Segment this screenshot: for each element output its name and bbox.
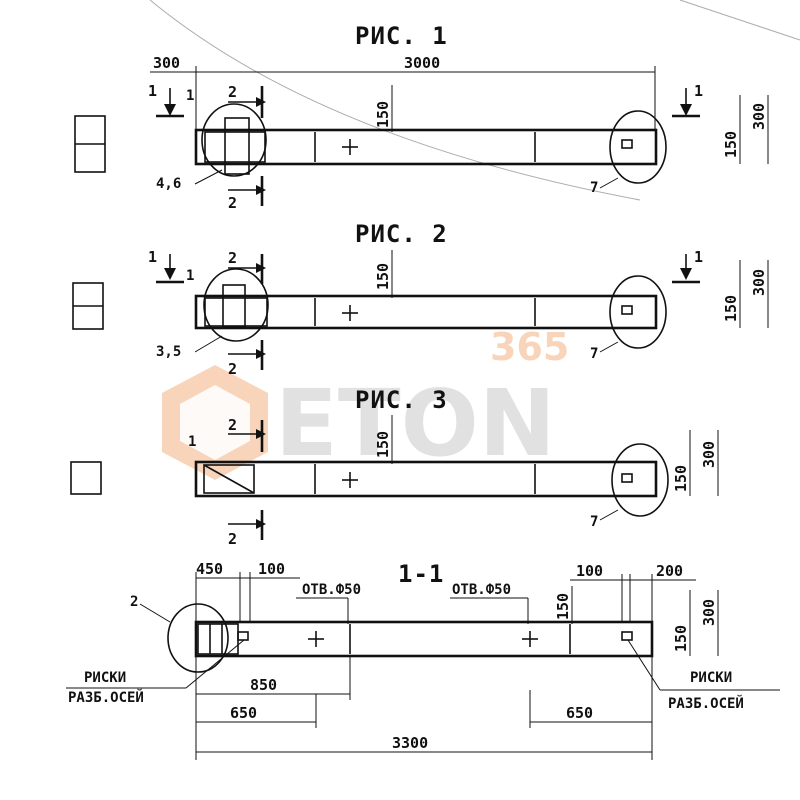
- fig1-cut-mark-1-right: 1: [694, 82, 703, 100]
- fig3-lifting-loop: [621, 473, 633, 483]
- section-hole-right: ОТВ.Ф50: [452, 582, 511, 598]
- section-detail-circle-left: [167, 603, 229, 673]
- fig3-end-fitting: [203, 464, 255, 494]
- section-dim-3300: 3300: [392, 734, 428, 752]
- fig1-title: РИС. 1: [355, 22, 448, 50]
- fig1-dim-left: 300: [153, 54, 180, 72]
- section-title: 1-1: [398, 560, 444, 588]
- fig3-dim-150-top: 150: [374, 431, 392, 458]
- scan-artifact-line: [679, 0, 800, 41]
- section-dim-300-right: 300: [700, 599, 718, 626]
- section-marks-left-2: РАЗБ.ОСЕЙ: [68, 689, 144, 706]
- fig3-callout-1: 1: [188, 434, 196, 450]
- fig2-end-plate: [222, 284, 246, 328]
- fig1-end-plate: [224, 117, 250, 175]
- section-mark-left: [237, 631, 249, 641]
- fig1-cut-mark-1-left: 1: [148, 82, 157, 100]
- fig1-cut-mark-2-bottom: 2: [228, 194, 237, 212]
- figure-2: РИС. 2 150 150 300 1 1 2 2: [72, 220, 769, 378]
- watermark-number: 365: [490, 325, 569, 369]
- watermark-hexagon-icon: [162, 365, 268, 480]
- fig1-detail-circle-right: [609, 110, 667, 184]
- fig1-callout-7: 7: [590, 180, 598, 196]
- fig1-callout-4-6: 4,6: [156, 176, 181, 192]
- section-beam: [194, 620, 654, 658]
- section-hole-left: ОТВ.Ф50: [302, 582, 361, 598]
- section-1-1: 1-1 450 100 ОТВ.Ф50 ОТВ.Ф50 100 200: [66, 560, 780, 760]
- section-marks-left-1: РИСКИ: [84, 670, 126, 686]
- fig2-cut-mark-1-right: 1: [694, 248, 703, 266]
- fig2-end-fitting: [204, 297, 268, 327]
- figure-1: РИС. 1 300 3000 150 150 300 1: [74, 22, 769, 212]
- fig3-callout-7: 7: [590, 514, 598, 530]
- section-callout-2: 2: [130, 594, 138, 610]
- fig2-detail-circle-right: [609, 275, 667, 349]
- fig1-beam: [194, 128, 658, 166]
- fig1-cut-mark-2-top: 2: [228, 83, 237, 101]
- section-mark-right: [621, 631, 633, 641]
- fig3-detail-circle-right: [611, 443, 669, 517]
- fig3-title: РИС. 3: [355, 386, 448, 414]
- fig1-dim-length: 3000: [404, 54, 440, 72]
- section-dim-100-left: 100: [258, 560, 285, 578]
- fig1-dim-150-top: 150: [374, 101, 392, 128]
- fig2-cut-mark-2-bottom: 2: [228, 360, 237, 378]
- section-dim-200: 200: [656, 562, 683, 580]
- fig2-cut-mark-1-left: 1: [148, 248, 157, 266]
- section-dim-150-vert: 150: [554, 593, 572, 620]
- fig2-callout-1: 1: [186, 268, 194, 284]
- figure-3: РИС. 3 150 150 300 2 2 1 7: [70, 386, 719, 548]
- section-dim-850: 850: [250, 676, 277, 694]
- scan-artifact-arc: [149, 0, 641, 201]
- fig1-end-fitting: [204, 131, 266, 163]
- section-marks-right-1: РИСКИ: [690, 670, 732, 686]
- fig1-dim-300-right: 300: [750, 103, 768, 130]
- fig1-dim-150-right: 150: [722, 131, 740, 158]
- watermark: 365 ETON: [162, 325, 569, 480]
- fig2-dim-150-right: 150: [722, 295, 740, 322]
- fig1-lifting-loop: [621, 139, 633, 149]
- section-dim-450: 450: [196, 560, 223, 578]
- fig1-detail-circle-left: [201, 103, 267, 177]
- fig2-cut-mark-2-top: 2: [228, 249, 237, 267]
- fig2-dim-150-top: 150: [374, 263, 392, 290]
- section-dim-150-right: 150: [672, 625, 690, 652]
- fig3-dim-150-right: 150: [672, 465, 690, 492]
- section-marks-right-2: РАЗБ.ОСЕЙ: [668, 695, 744, 712]
- fig3-beam: [194, 460, 658, 498]
- fig2-detail-circle-left: [203, 268, 269, 342]
- fig2-callout-7: 7: [590, 346, 598, 362]
- fig2-callout-3-5: 3,5: [156, 344, 181, 360]
- fig3-cut-mark-2-bottom: 2: [228, 530, 237, 548]
- fig3-dim-300-right: 300: [700, 441, 718, 468]
- section-dim-650-right: 650: [566, 704, 593, 722]
- fig2-lifting-loop: [621, 305, 633, 315]
- fig2-beam: [194, 294, 658, 330]
- section-dim-650-left: 650: [230, 704, 257, 722]
- fig3-cut-mark-2-top: 2: [228, 416, 237, 434]
- fig2-title: РИС. 2: [355, 220, 448, 248]
- fig1-callout-1: 1: [186, 88, 194, 104]
- fig2-dim-300-right: 300: [750, 269, 768, 296]
- section-dim-100-right: 100: [576, 562, 603, 580]
- watermark-brand: ETON: [275, 370, 556, 477]
- fig3-cross-section: [70, 461, 102, 495]
